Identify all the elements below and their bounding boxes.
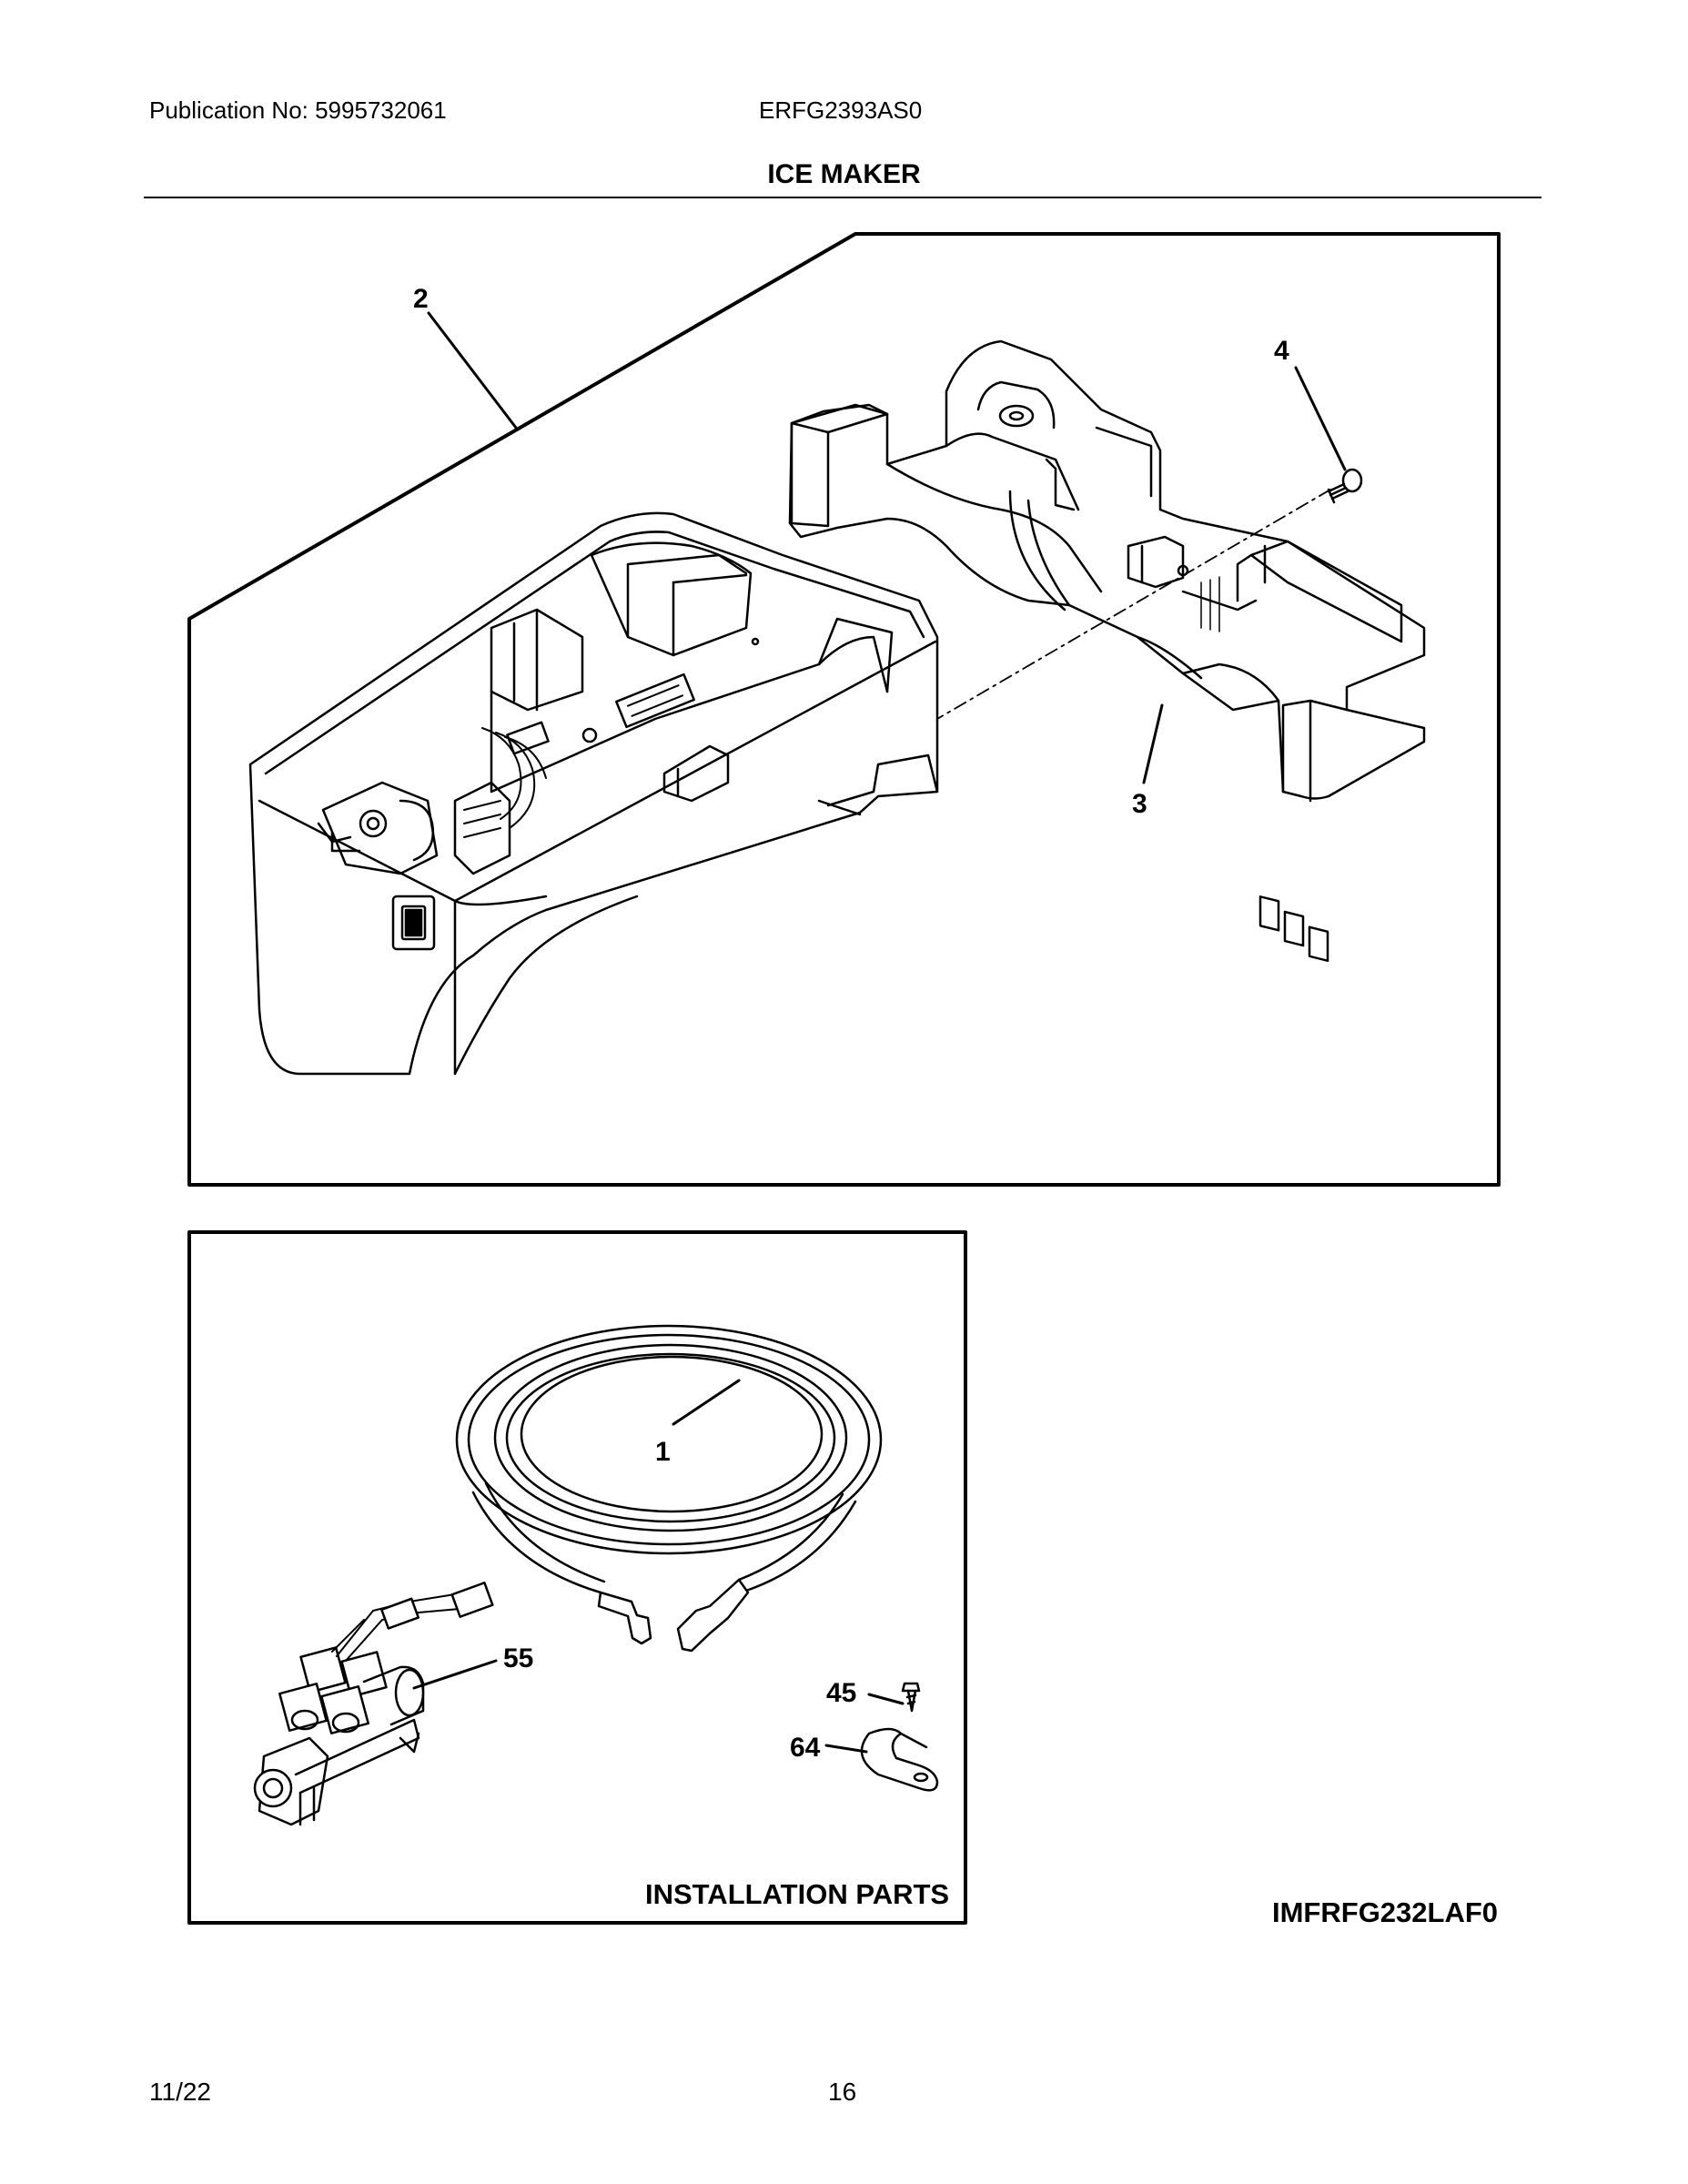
leader-3 <box>1142 703 1164 784</box>
page-number: 16 <box>828 2078 857 2106</box>
leader-2 <box>427 311 518 430</box>
leader-45 <box>867 1693 905 1705</box>
callout-1: 1 <box>655 1437 671 1467</box>
mounting-bracket <box>788 339 1426 963</box>
callout-45: 45 <box>826 1678 856 1708</box>
leader-64 <box>824 1744 868 1754</box>
callout-3: 3 <box>1132 789 1147 819</box>
diagram-code: IMFRFG232LAF0 <box>1272 1896 1499 1928</box>
water-tube <box>455 1324 883 1653</box>
clamp-part-64 <box>860 1727 939 1792</box>
alignment-line <box>936 489 1331 720</box>
screw-part-45 <box>901 1682 921 1713</box>
callout-64: 64 <box>790 1733 821 1763</box>
leader-1 <box>672 1379 741 1426</box>
installation-parts-label: INSTALLATION PARTS <box>645 1878 949 1910</box>
callout-2: 2 <box>413 284 429 314</box>
model-number: ERFG2393AS0 <box>759 96 923 124</box>
water-valve <box>253 1582 494 1826</box>
leader-4 <box>1294 366 1347 471</box>
ice-maker-housing <box>248 511 939 1076</box>
footer-date: 11/22 <box>149 2078 211 2106</box>
leader-55 <box>412 1659 498 1690</box>
callout-55: 55 <box>503 1643 533 1673</box>
screw-part-4 <box>1327 468 1363 504</box>
installation-parts-frame <box>187 1230 967 1925</box>
main-diagram-frame <box>187 232 1501 1187</box>
publication-number: Publication No: 5995732061 <box>149 96 447 124</box>
header-rule <box>144 197 1541 198</box>
page-title: ICE MAKER <box>767 159 921 189</box>
callout-4: 4 <box>1274 336 1289 366</box>
